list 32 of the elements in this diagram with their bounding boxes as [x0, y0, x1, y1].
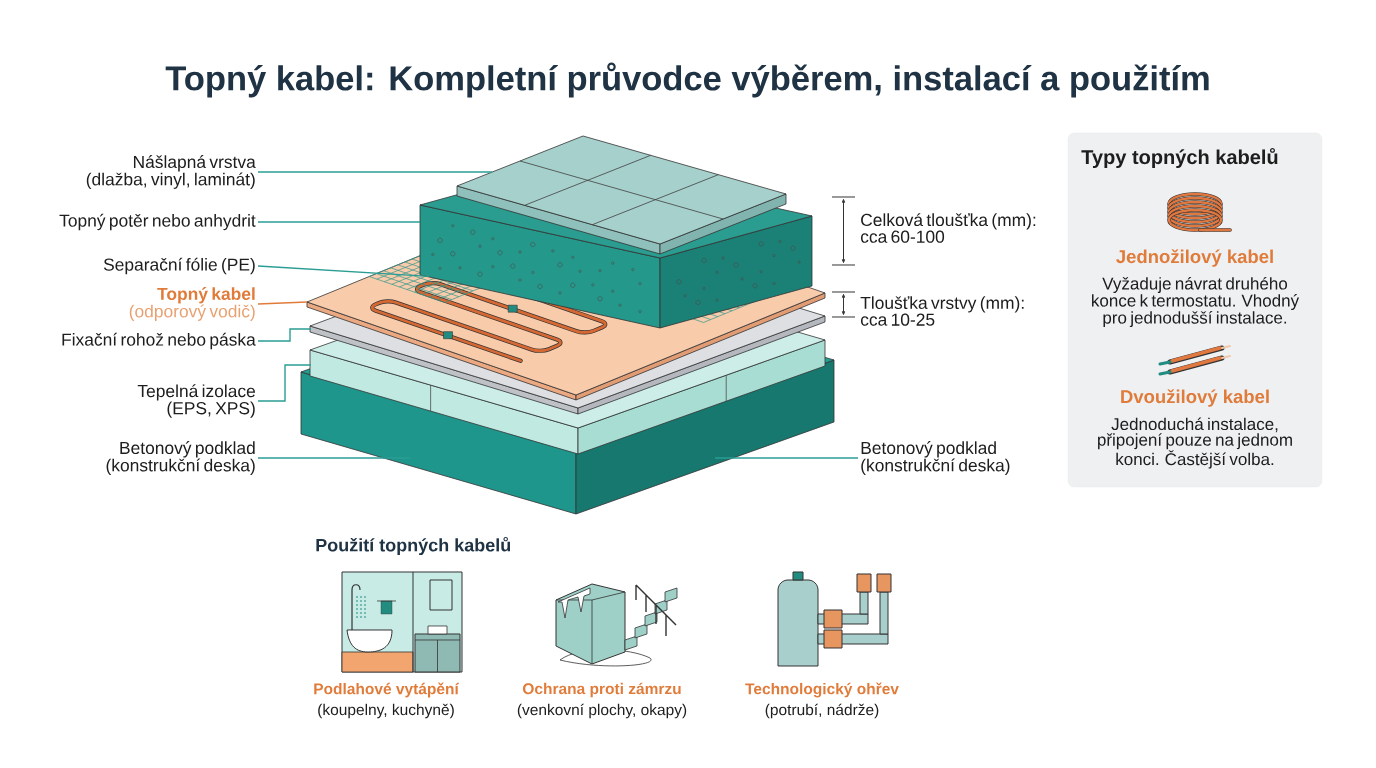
cable-type-heading: Dvoužilový kabel [1121, 389, 1269, 407]
application-note: (koupelny, kuchyně) [318, 703, 454, 719]
leader-line [257, 301, 308, 305]
leader-line [257, 328, 312, 342]
layer-label: Betonový podklad (konstrukční deska) [861, 441, 1010, 475]
leader-line [257, 457, 411, 459]
leader-line [257, 171, 493, 173]
cable-description: Jednoduchá instalace, připojení pouze na jednom konci. Častější volba. [1098, 417, 1292, 469]
leader-line [714, 457, 859, 459]
application-note: (potrubí, nádrže) [765, 703, 879, 719]
section-heading: Použití topných kabelů [316, 536, 511, 556]
layer-label: Betonový podklad (konstrukční deska) [106, 441, 255, 475]
leader-line [257, 221, 421, 223]
layer-label: Tepelná izolace (EPS, XPS) [137, 384, 255, 418]
info-panel [1067, 132, 1323, 488]
leader-line [257, 364, 312, 402]
layer-label: Topný kabel (odporový vodič) [129, 287, 255, 321]
leader-line [257, 265, 430, 278]
application-title: Podlahové vytápění [314, 682, 460, 698]
dimension-label: Tloušťka vrstvy (mm): cca 10-25 [860, 296, 1024, 326]
application-title: Technologický ohřev [745, 682, 899, 698]
application-title: Ochrana proti zámrzu [523, 682, 681, 698]
cable-description: Vyžaduje návrat druhého konce k termostatu. Vhodný pro jednodušší instalace. [1092, 276, 1300, 328]
panel-heading: Typy topných kabelů [1081, 147, 1278, 169]
dimension-label: Celková tloušťka (mm): cca 60-100 [860, 213, 1036, 243]
title: Topný kabel: Kompletní průvodce výběrem, instalací a použitím [165, 62, 1209, 98]
layer-label: Topný potěr nebo anhydrit [59, 213, 256, 231]
cable-type-heading: Jednožilový kabel [1116, 249, 1273, 267]
layer-label: Separační fólie (PE) [103, 257, 255, 275]
layer-label: Nášlapná vrstva (dlažba, vinyl, laminát) [86, 155, 256, 189]
application-note: (venkovní plochy, okapy) [517, 703, 687, 719]
layer-label: Fixační rohož nebo páska [62, 332, 256, 350]
